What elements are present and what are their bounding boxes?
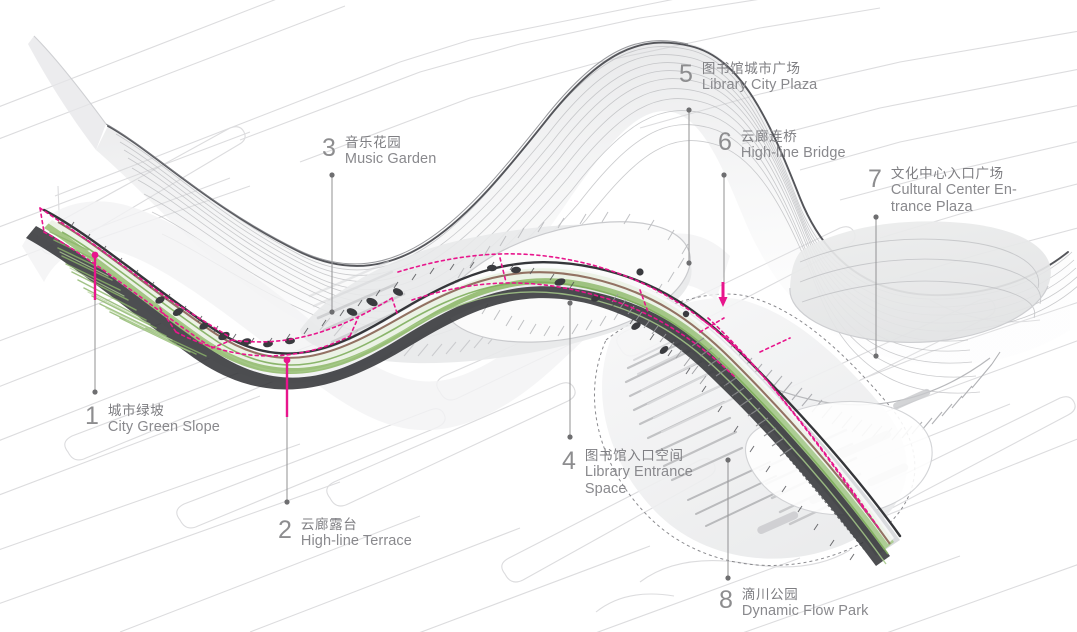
callout-6-label-cn: 云廊连桥 [740, 129, 798, 145]
callout-2-label-cn: 云廊露台 [300, 517, 358, 533]
callout-7-number: 7 [868, 165, 882, 193]
callout-8-label-en: Dynamic Flow Park [741, 603, 869, 620]
magenta-zone-annotations [39, 207, 881, 531]
callout-2-label-en: High-line Terrace [300, 533, 412, 550]
entrance-stairs [691, 337, 793, 457]
leader-lines [91, 107, 879, 581]
callout-3-label-en: Music Garden [344, 151, 437, 168]
callout-6-label-en: High-line Bridge [740, 145, 846, 162]
callout-8-number: 8 [719, 586, 733, 614]
callout-7[interactable]: 7 文化中心入口广场 Cultural Center En- trance Pl… [868, 165, 1017, 217]
callout-8-label-cn: 滴川公园 [741, 587, 799, 603]
callout-1-label-cn: 城市绿坡 [107, 403, 165, 419]
callout-3[interactable]: 3 音乐花园 Music Garden [322, 134, 437, 168]
callout-3-label-cn: 音乐花园 [344, 135, 402, 151]
callout-7-label-en: Cultural Center En- trance Plaza [890, 182, 1017, 216]
callout-5[interactable]: 5 图书馆城市广场 Library City Plaza [679, 60, 818, 94]
callout-1[interactable]: 1 城市绿坡 City Green Slope [85, 402, 220, 436]
callout-5-label-en: Library City Plaza [701, 77, 818, 94]
callout-5-label-cn: 图书馆城市广场 [701, 61, 801, 77]
callout-8[interactable]: 8 滴川公园 Dynamic Flow Park [719, 586, 869, 620]
callout-4-number: 4 [562, 447, 576, 475]
tree-clusters [155, 264, 690, 354]
callout-1-number: 1 [85, 402, 99, 430]
left-site-plate [22, 201, 730, 431]
callout-6-number: 6 [718, 128, 732, 156]
callout-3-number: 3 [322, 134, 336, 162]
callout-6[interactable]: 6 云廊连桥 High-line Bridge [718, 128, 846, 162]
callout-2-number: 2 [278, 516, 292, 544]
callout-4-label-cn: 图书馆入口空间 [584, 448, 684, 464]
cultural-center-entrance-plaza-disc [789, 221, 1051, 344]
grass-texture-light [59, 251, 191, 353]
high-line-bridge-structure [611, 293, 707, 385]
callout-7-label-cn: 文化中心入口广场 [890, 166, 1004, 182]
callout-5-number: 5 [679, 60, 693, 88]
callout-1-label-en: City Green Slope [107, 419, 220, 436]
callout-4-label-en: Library Entrance Space [584, 464, 693, 498]
callout-2[interactable]: 2 云廊露台 High-line Terrace [278, 516, 412, 550]
callout-4[interactable]: 4 图书馆入口空间 Library Entrance Space [562, 447, 693, 499]
